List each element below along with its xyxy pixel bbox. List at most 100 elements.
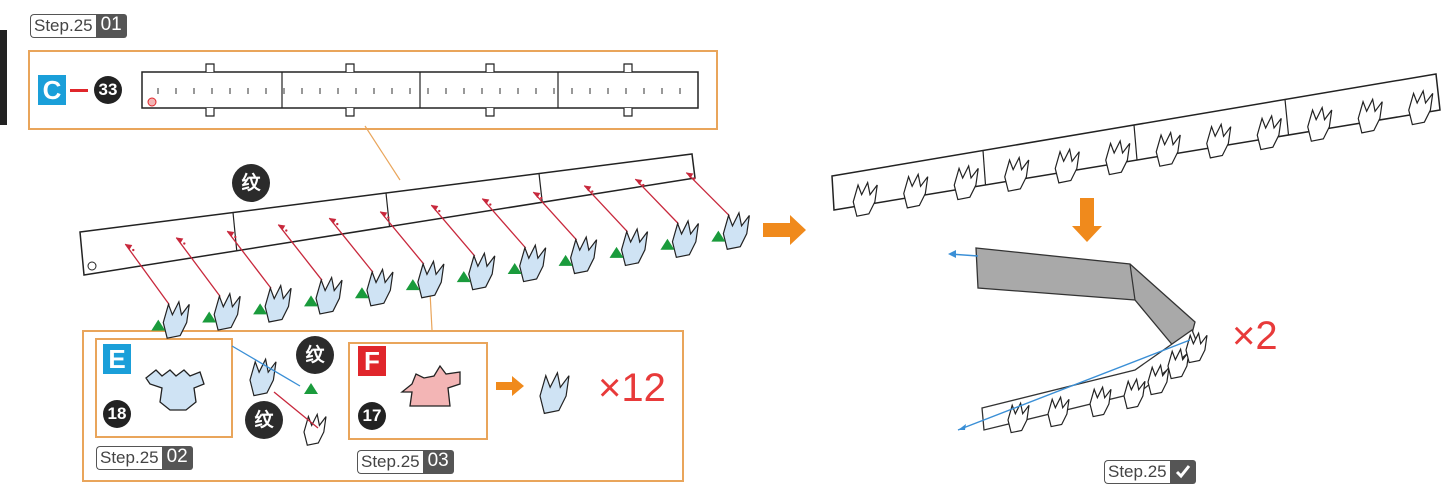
fold-guide-line (231, 345, 301, 387)
attach-arrow (430, 204, 476, 257)
petal-piece (671, 219, 700, 259)
part-f-piece (400, 364, 461, 407)
curved-petal (1167, 347, 1190, 380)
strip-multiplier: ×2 (1232, 314, 1278, 358)
alignment-triangle (405, 279, 420, 291)
petal-piece (569, 235, 598, 275)
part-e-badge: E (103, 344, 131, 374)
petal-piece (620, 227, 649, 267)
step-complete-tag: Step.25 (1104, 460, 1196, 484)
part-e-number: 18 (103, 400, 131, 428)
alignment-triangle (304, 295, 319, 307)
curved-petal (1047, 395, 1070, 428)
attach-arrow (532, 191, 578, 241)
step-prefix: Step.25 (30, 14, 96, 38)
attach-arrowhead (686, 172, 694, 179)
petal-piece (264, 283, 292, 323)
attached-petal (1206, 122, 1232, 159)
attached-petal (1105, 139, 1131, 176)
connector-line (70, 89, 88, 92)
petal-piece (417, 259, 445, 299)
step-prefix: Step.25 (357, 450, 423, 474)
attach-arrowhead (431, 205, 439, 212)
curved-petal (1147, 363, 1170, 396)
join-arrowhead (948, 250, 956, 258)
fold-guide-line (273, 391, 319, 429)
slot-dot (693, 177, 696, 180)
petal-piece (162, 299, 190, 339)
slot-dot (183, 242, 186, 245)
part-f-number: 17 (358, 402, 386, 430)
slot-dot (489, 203, 492, 206)
page-edge-bar (0, 30, 7, 125)
strip-segment-divider (1284, 99, 1290, 136)
attach-arrow (685, 172, 730, 217)
slot-dot (285, 229, 288, 232)
strip-tab (485, 108, 495, 117)
attach-arrowhead (533, 192, 541, 199)
alignment-triangle (609, 246, 624, 258)
attached-petal (1357, 97, 1383, 134)
strip-hole (87, 261, 97, 271)
attach-arrowhead (278, 224, 286, 231)
attach-arrow (379, 211, 425, 265)
alignment-triangle (151, 319, 166, 331)
attached-petal (903, 172, 929, 209)
curved-petal (1185, 331, 1208, 364)
attach-arrow (481, 198, 527, 249)
checkmark-icon (1169, 460, 1196, 484)
strip-tab (345, 108, 355, 117)
slot-dot (591, 190, 594, 193)
petal-piece (519, 243, 547, 283)
curve-fold-line (1129, 263, 1136, 301)
slot-dot (642, 183, 645, 187)
attach-arrow (175, 237, 221, 297)
petal-piece (213, 291, 241, 331)
attached-petal (852, 180, 878, 217)
attach-arrowhead (380, 211, 388, 218)
curved-strip-back (975, 247, 1196, 362)
alignment-triangle (253, 303, 268, 315)
alignment-triangle (660, 238, 675, 250)
strip-tab (345, 63, 355, 72)
small-next-arrow-icon (496, 376, 524, 396)
strip-tab (623, 63, 633, 72)
curved-petal (1007, 401, 1030, 434)
step-number: 02 (161, 446, 193, 470)
strip-tab (205, 63, 215, 72)
down-arrow-icon (1072, 198, 1102, 242)
step-02-tag: Step.25 02 (96, 446, 193, 470)
attached-petal (1408, 89, 1434, 126)
slot-dot (132, 248, 135, 252)
attached-petal (953, 164, 979, 201)
strip-segment-divider (982, 150, 987, 186)
attach-arrowhead (635, 179, 643, 186)
part-c-number: 33 (94, 76, 122, 104)
start-dot (147, 97, 157, 107)
slot-dot (540, 196, 543, 200)
alignment-triangle (202, 311, 217, 323)
slot-dot (234, 235, 237, 239)
attach-arrow (583, 185, 629, 233)
slot-dot (438, 209, 441, 213)
join-arrowhead (958, 424, 966, 430)
petal-piece (468, 251, 496, 291)
attach-arrowhead (482, 198, 490, 205)
alignment-triangle (558, 254, 573, 266)
slot-dot (387, 216, 390, 219)
part-e-piece (145, 369, 205, 411)
step-number: 01 (95, 14, 127, 38)
alignment-triangle (711, 230, 726, 242)
attach-arrowhead (125, 244, 133, 251)
strip-tab (623, 108, 633, 117)
petal-piece (315, 275, 343, 315)
attached-petal (1155, 130, 1181, 167)
alignment-triangle (507, 262, 522, 274)
attach-arrow (328, 217, 374, 273)
part-f-badge: F (358, 346, 386, 376)
attached-petal (1004, 155, 1030, 192)
petal-piece (722, 211, 750, 250)
attach-arrowhead (176, 237, 184, 244)
attach-arrow (124, 243, 170, 305)
